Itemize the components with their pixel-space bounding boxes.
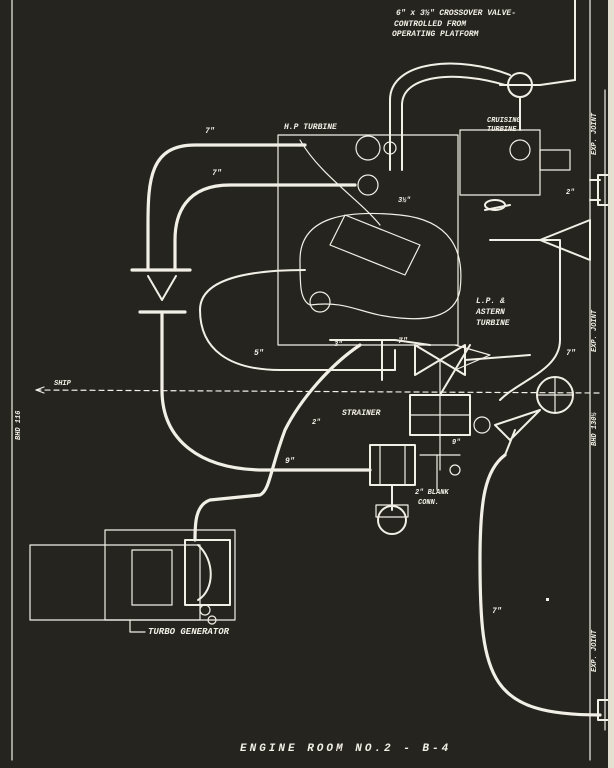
strainer-gauge — [473, 416, 491, 434]
crossover-valve-label-1: 6" x 3½" CROSSOVER VALVE- — [396, 9, 517, 18]
valve-outlet — [464, 354, 531, 361]
size-9-left: 9" — [285, 457, 295, 466]
ship-centerline — [35, 389, 601, 394]
crossover-valve-label-3: OPERATING PLATFORM — [392, 30, 479, 39]
footer-title: ENGINE ROOM NO.2 - B-4 — [240, 743, 452, 755]
five-inch-flange — [381, 339, 396, 381]
ship-label: SHIP — [54, 380, 71, 388]
pump-body — [369, 444, 416, 486]
exp-joint-label-mid: EXP. JOINT — [591, 309, 599, 352]
hp-turbine-shaft — [355, 135, 381, 161]
hp-turbine-casing — [277, 134, 459, 346]
crossover-valve-stem — [499, 84, 541, 131]
pipe-7-low — [478, 453, 602, 717]
fitting-a — [383, 141, 397, 155]
turbo-generator-label: TURBO GENERATOR — [148, 627, 230, 637]
right-lower-valve-cross — [536, 376, 574, 414]
right-upper-valve — [539, 219, 591, 261]
cruising-turbine-shaft — [509, 139, 531, 161]
speck — [546, 598, 549, 601]
pipe-5-loop — [199, 269, 396, 371]
bhd-left-label: BHD 116 — [15, 410, 23, 440]
cruising-turbine-coupling — [539, 149, 571, 171]
strainer-cross — [409, 394, 471, 436]
generator-block — [131, 549, 173, 606]
gen-valve-a — [199, 604, 211, 616]
cruising-turbine-label-2: TURBINE — [487, 126, 517, 134]
crossover-pipe-outer — [389, 62, 511, 171]
pipe-3 — [329, 339, 431, 346]
turbo-generator-casing — [104, 529, 236, 621]
fitting-b — [449, 464, 461, 476]
turbo-leader — [129, 619, 146, 633]
handwheel — [484, 199, 506, 211]
hp-nozzle — [357, 174, 379, 196]
size-3-half: 3½" — [398, 197, 411, 205]
pipe-7-top — [146, 143, 307, 272]
strainer-drain — [419, 434, 461, 471]
exp-joint-label-low: EXP. JOINT — [591, 629, 599, 672]
hp-turbine-label: H.P TURBINE — [284, 123, 337, 132]
crossover-pipe-inner — [401, 75, 506, 171]
size-7-upper: 7" — [212, 169, 222, 178]
blank-conn-label-1: 2" BLANK — [415, 489, 449, 497]
pump-motor — [377, 505, 407, 535]
exp-joint-lower — [597, 699, 611, 721]
size-2-mid: 2" — [312, 419, 321, 427]
strainer-label: STRAINER — [342, 409, 381, 418]
pump-ribs — [379, 444, 406, 486]
lp-turbine-shaft — [309, 291, 331, 313]
exp-joint-label-top: EXP. JOINT — [591, 112, 599, 155]
turbo-generator-frame — [29, 544, 201, 621]
pipe-9-main — [160, 310, 372, 472]
reducer-cone — [147, 275, 177, 301]
valve-strainer-cone — [454, 344, 491, 371]
lp-turbine-label-3: TURBINE — [476, 319, 510, 328]
size-7-right: 7" — [566, 349, 576, 358]
size-5: 5" — [254, 349, 264, 358]
size-7-low: 7" — [492, 607, 502, 616]
ship-arrow — [35, 386, 45, 394]
top-riser-branch — [539, 79, 576, 86]
lp-turbine-label-2: ASTERN — [476, 308, 505, 317]
lp-turbine-label-1: L.P. & — [476, 297, 505, 306]
cruising-turbine-label-1: CRUISING — [487, 117, 521, 125]
pump-motor-band — [375, 504, 409, 518]
right-upper-pipe — [489, 239, 561, 401]
crossover-valve-label-2: CONTROLLED FROM — [394, 20, 467, 29]
size-2-top: 2" — [566, 189, 575, 197]
hp-lp-connector — [329, 214, 421, 276]
pipe-2-turbo — [193, 343, 362, 542]
right-angle-valve — [494, 409, 541, 456]
pipe-7-upper — [173, 183, 357, 272]
size-7-top: 7" — [205, 127, 215, 136]
hp-lp-crossover — [299, 139, 381, 226]
turbine-end — [184, 539, 231, 606]
size-9-right: 9" — [452, 439, 461, 447]
turbine-rotor — [197, 544, 212, 601]
blank-conn-label-2: CONN. — [418, 499, 440, 507]
cruising-turbine-casing — [459, 129, 541, 196]
size-3: 3" — [334, 341, 343, 349]
diag-link — [439, 344, 471, 396]
gen-valve-b — [207, 615, 217, 625]
bhd-right-label: BHD 130½ — [591, 412, 599, 446]
size-7-mid: 7" — [398, 337, 408, 346]
